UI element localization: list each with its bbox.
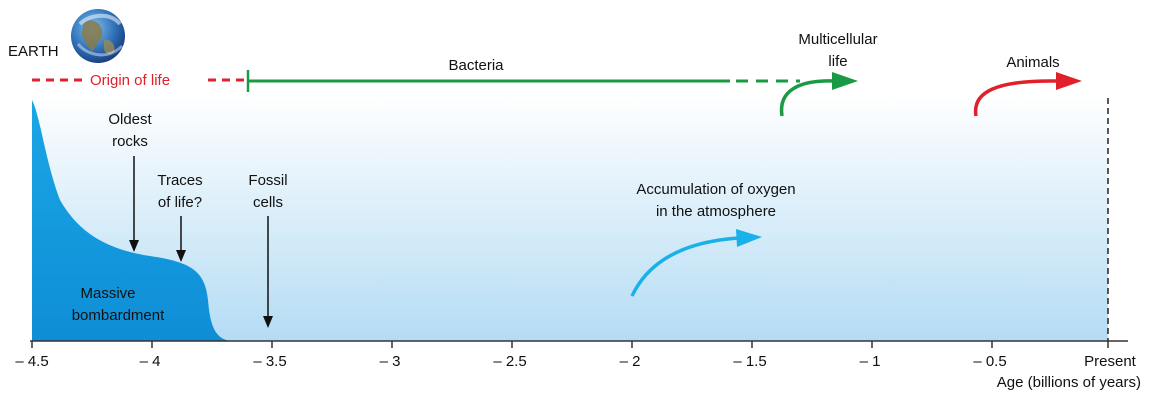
fossil-label-line2: cells — [253, 194, 283, 211]
globe-icon — [71, 9, 125, 63]
bombardment-area — [32, 100, 232, 341]
tick-label: Present — [1084, 353, 1137, 370]
x-axis-tick-labels: – 4.5 – 4 – 3.5 – 3 – 2.5 – 2 – 1.5 – 1 … — [15, 353, 1136, 370]
traces-label-line2: of life? — [158, 194, 202, 211]
atmosphere-background — [32, 95, 1108, 341]
bombardment-label-line2: bombardment — [72, 307, 165, 324]
oxygen-label-line2: in the atmosphere — [656, 203, 776, 220]
bombardment-label-line1: Massive — [80, 285, 135, 302]
multicellular-label-line2: life — [828, 53, 847, 70]
multicellular-arrow — [779, 72, 858, 117]
oxygen-arrow — [630, 229, 762, 297]
tick-label: – 1 — [860, 353, 881, 370]
oldest-rocks-arrow — [129, 156, 139, 252]
tick-label: – 4.5 — [15, 353, 48, 370]
multicellular-label-line1: Multicellular — [798, 31, 877, 48]
x-axis-ticks — [31, 341, 1109, 348]
axis-title: Age (billions of years) — [997, 374, 1141, 391]
tick-label: – 1.5 — [733, 353, 766, 370]
animals-label: Animals — [1006, 54, 1059, 71]
oldest-rocks-label-line1: Oldest — [108, 111, 152, 128]
fossil-label-line1: Fossil — [248, 172, 287, 189]
oxygen-label-line1: Accumulation of oxygen — [636, 181, 795, 198]
origin-of-life-label: Origin of life — [90, 72, 170, 89]
tick-label: – 2 — [620, 353, 641, 370]
oldest-rocks-label-line2: rocks — [112, 133, 148, 150]
bacteria-label: Bacteria — [448, 57, 504, 74]
fossil-arrow — [263, 216, 273, 328]
tick-label: – 2.5 — [493, 353, 526, 370]
tick-label: – 3.5 — [253, 353, 286, 370]
traces-arrow — [176, 216, 186, 262]
animals-arrow — [973, 72, 1082, 117]
traces-label-line1: Traces — [157, 172, 202, 189]
earth-label: EARTH — [8, 43, 59, 60]
tick-label: – 4 — [140, 353, 161, 370]
tick-label: – 3 — [380, 353, 401, 370]
tick-label: – 0.5 — [973, 353, 1006, 370]
